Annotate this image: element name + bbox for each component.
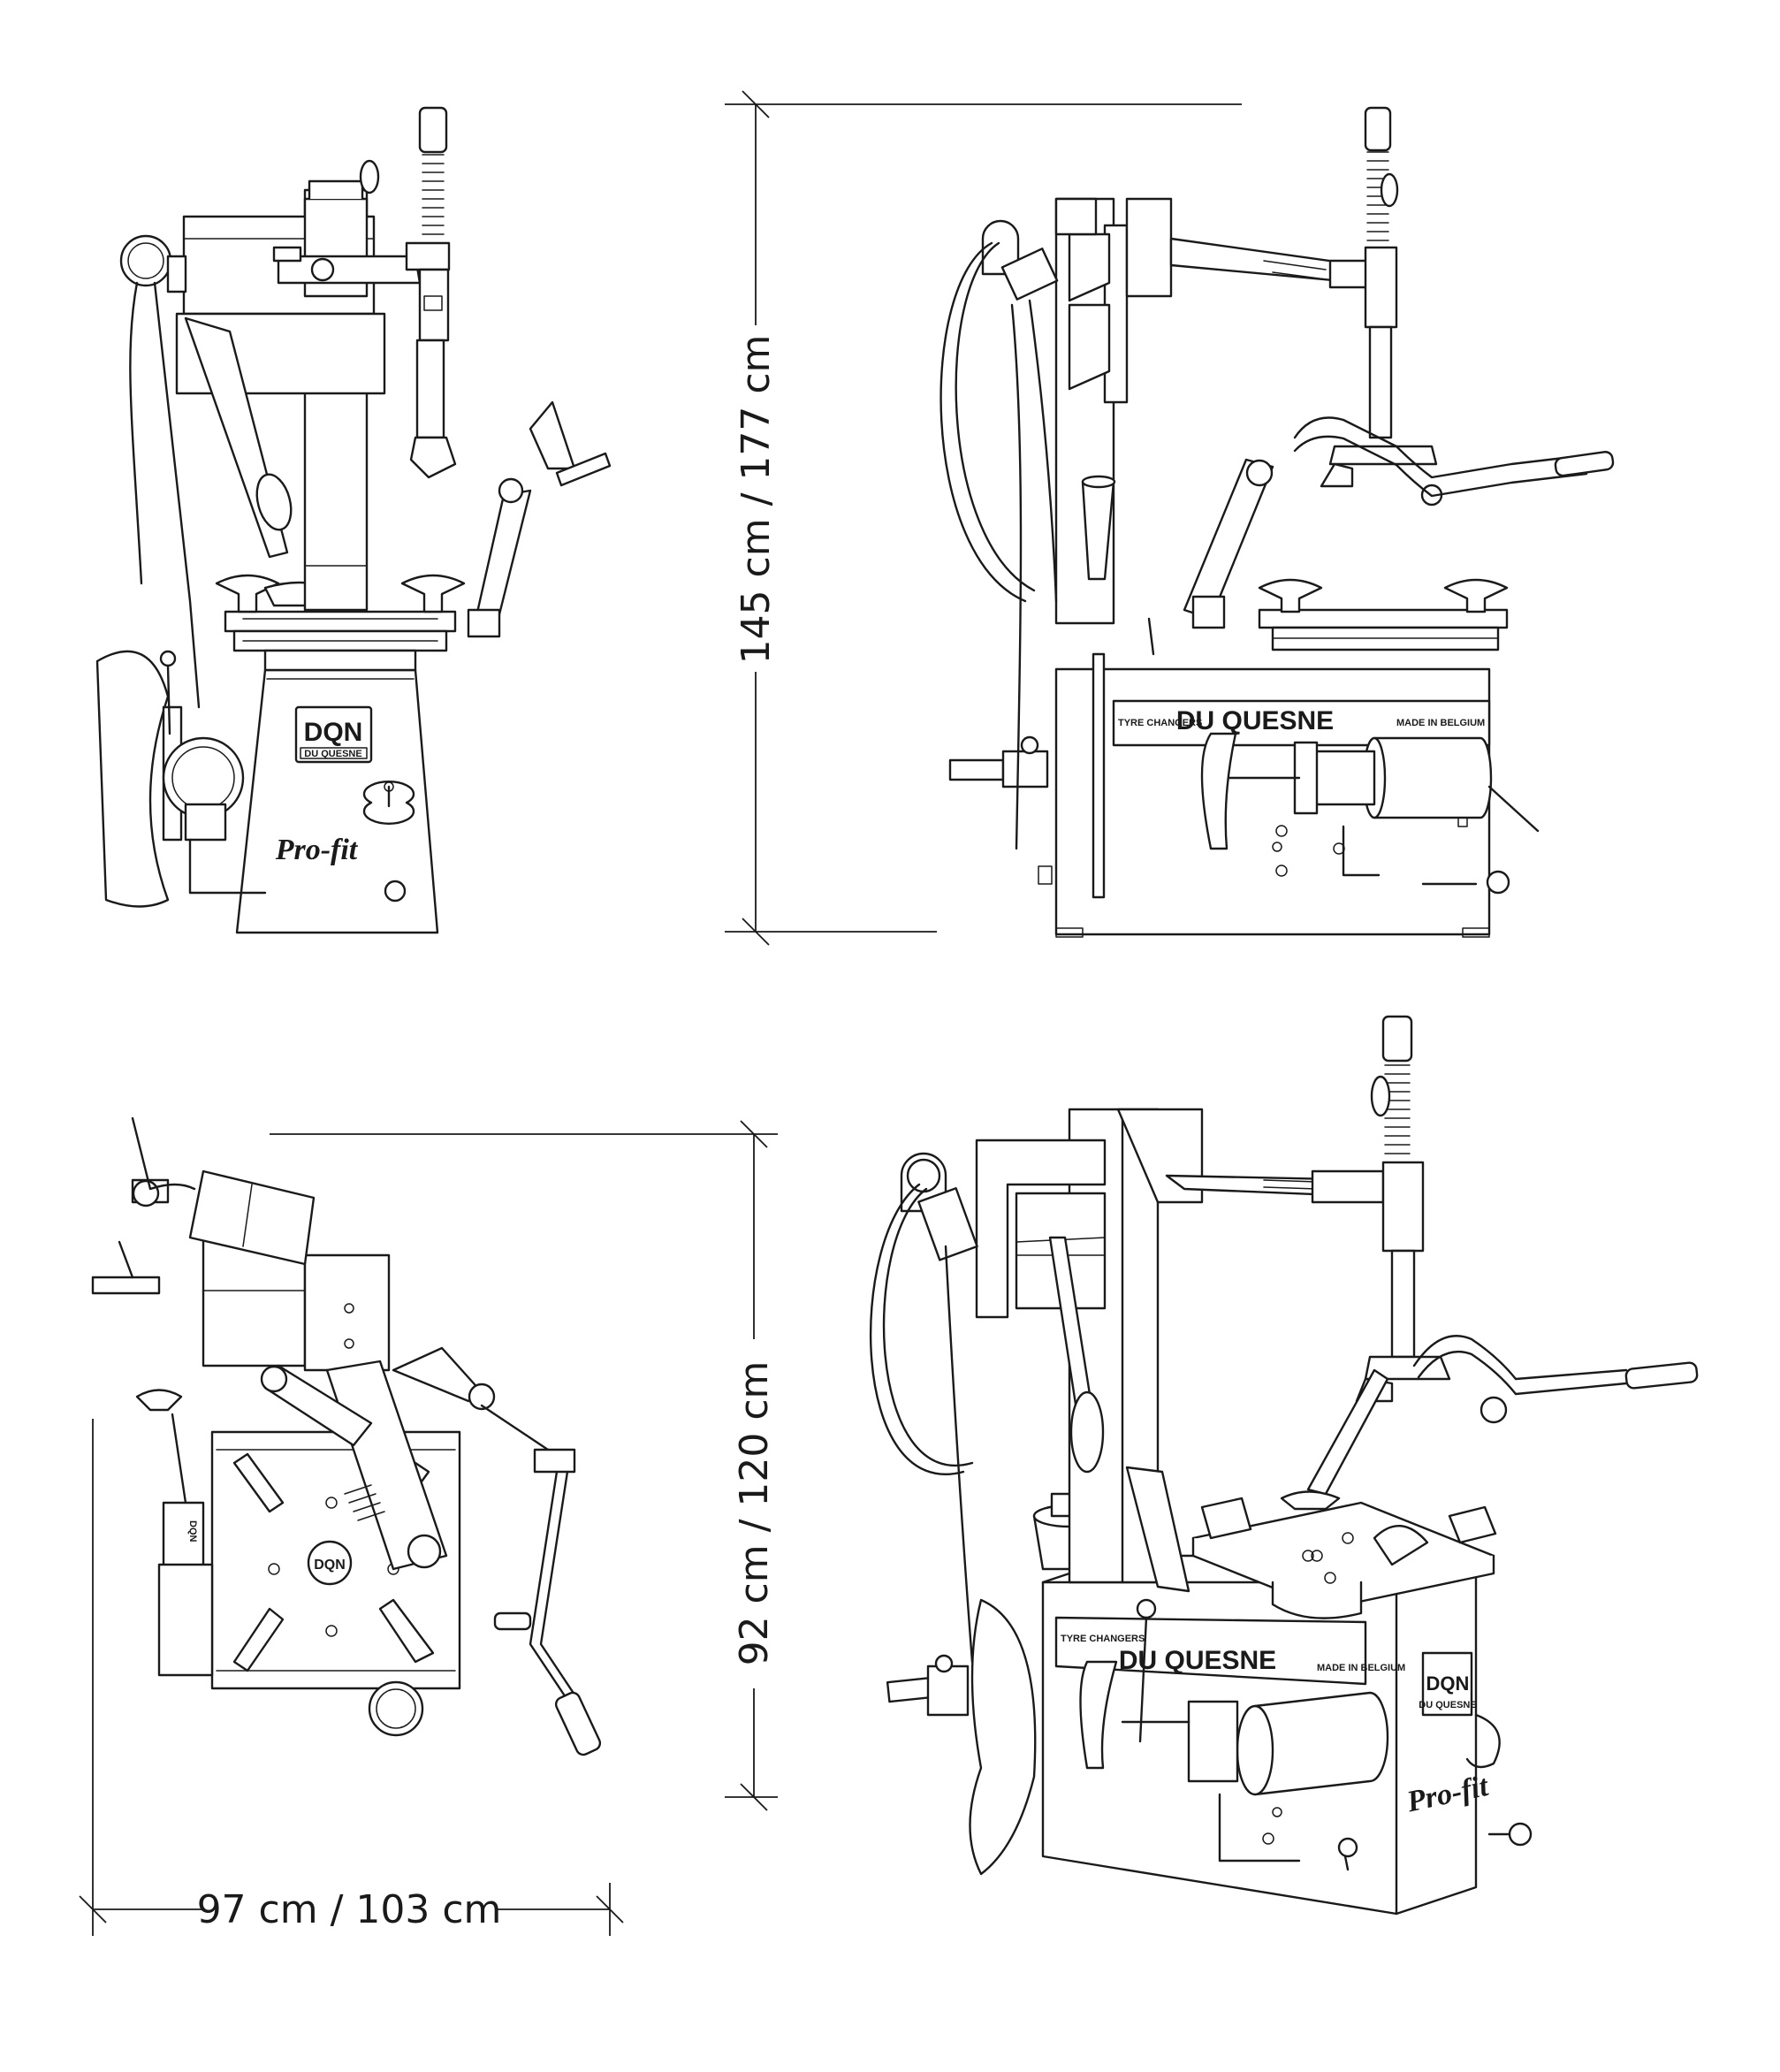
- width-dimension-label: 97 cm / 103 cm: [197, 1887, 502, 1932]
- height-dimension: 145 cm / 177 cm: [725, 90, 1242, 946]
- front-logo-sub: DU QUESNE: [304, 749, 361, 759]
- top-logo: DQN: [314, 1558, 346, 1573]
- depth-dimension: 92 cm / 120 cm: [270, 1120, 778, 1811]
- depth-dimension-label: 92 cm / 120 cm: [732, 1361, 777, 1666]
- side-brand-banner: DU QUESNE: [1176, 706, 1334, 735]
- front-logo: DQN: [304, 718, 363, 747]
- width-dimension: 97 cm / 103 cm: [79, 1419, 624, 1936]
- perspective-made-in: MADE IN BELGIUM: [1317, 1663, 1405, 1673]
- height-dimension-label: 145 cm / 177 cm: [734, 335, 779, 665]
- side-tyre-changers: TYRE CHANGERS: [1118, 718, 1202, 728]
- side-made-in: MADE IN BELGIUM: [1396, 718, 1485, 728]
- side-view: TYRE CHANGERS DU QUESNE MADE IN BELGIUM: [939, 106, 1615, 938]
- perspective-view: TYRE CHANGERS DU QUESNE MADE IN BELGIUM …: [870, 1015, 1699, 1916]
- top-view: DQN DQ: [91, 1116, 602, 1756]
- perspective-tyre-changers: TYRE CHANGERS: [1061, 1634, 1145, 1644]
- perspective-logo-sub: DU QUESNE: [1419, 1700, 1476, 1710]
- front-model-name: Pro-fit: [275, 834, 359, 866]
- perspective-brand-banner: DU QUESNE: [1119, 1646, 1276, 1675]
- top-logo-vertical: DQN: [187, 1520, 198, 1543]
- front-view: DQN DU QUESNE Pro-fit: [95, 106, 612, 934]
- perspective-logo: DQN: [1426, 1672, 1470, 1695]
